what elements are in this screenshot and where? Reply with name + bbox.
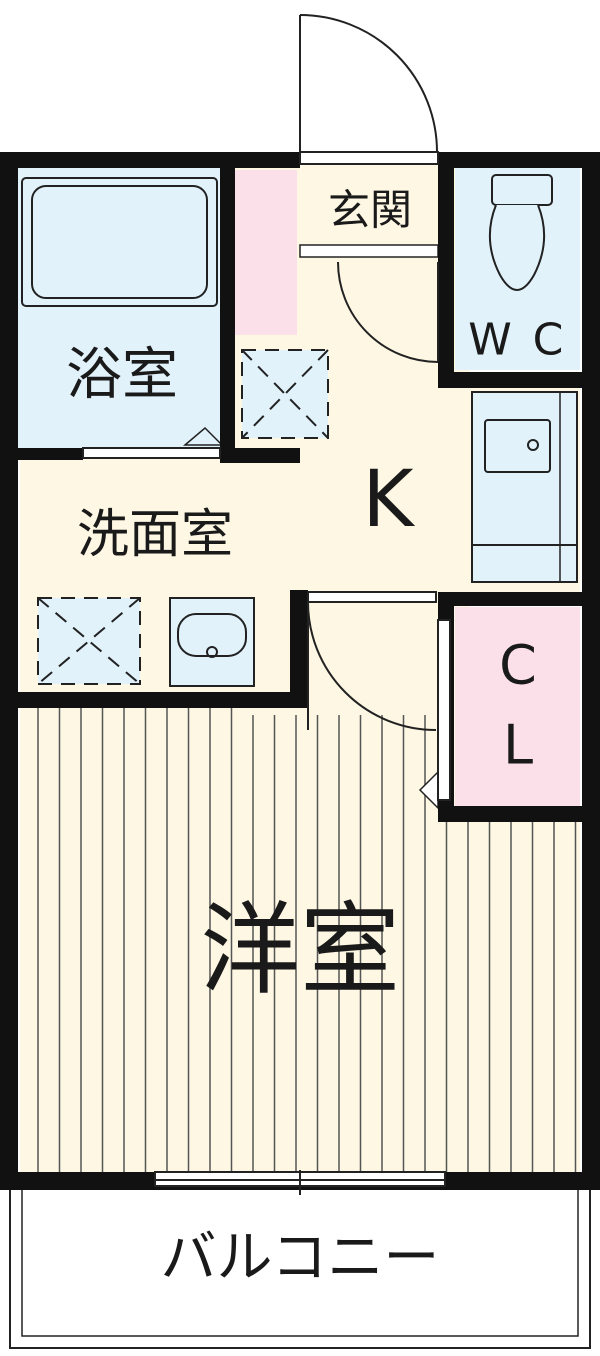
balcony: [9, 1187, 591, 1349]
wc-label-w: W: [468, 315, 512, 366]
shoe-box: [235, 170, 297, 335]
sink-icon: [484, 419, 551, 473]
genkan-step: [299, 244, 439, 258]
genkan-label: 玄関: [328, 186, 412, 235]
kitchen-label: K: [362, 455, 415, 545]
balcony-label: バルコニー: [161, 1226, 440, 1291]
washroom-label: 洗面室: [77, 505, 233, 565]
closet-label-c: C: [499, 634, 537, 697]
closet-label-l: L: [503, 714, 533, 777]
door-swing-icon: [82, 14, 451, 1195]
bathtub-icon: [21, 177, 218, 307]
flooring-lines: [37, 708, 577, 1172]
bath-door-mark: [182, 426, 224, 446]
washbasin-icon: [169, 597, 255, 687]
washer-pan-icon: [37, 597, 141, 685]
wc-label-c: C: [533, 315, 564, 366]
walls: [0, 152, 600, 1190]
toilet-icon: [488, 174, 553, 291]
closet: [455, 607, 580, 812]
genkan-area: [300, 165, 438, 255]
western-room-label: 洋室: [200, 892, 400, 1009]
bath-label: 浴室: [66, 343, 178, 408]
range-hood-icon: [241, 349, 329, 439]
